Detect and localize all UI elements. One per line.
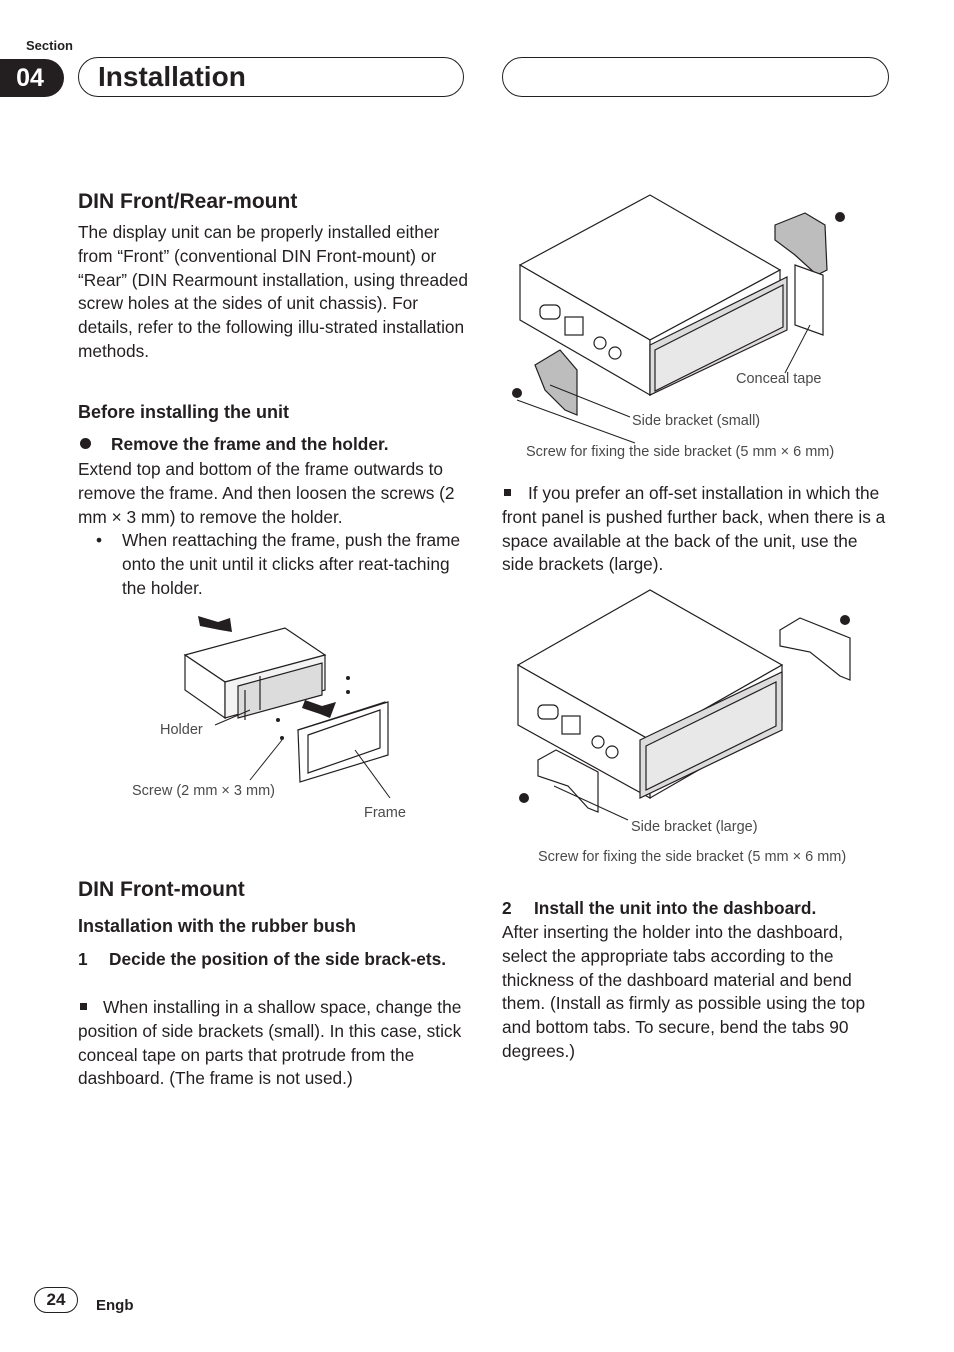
label-screw-fix-2: Screw for fixing the side bracket (5 mm …: [538, 849, 847, 865]
heading-din-front-rear: DIN Front/Rear-mount: [78, 190, 298, 213]
label-side-bracket-large: Side bracket (large): [631, 819, 758, 835]
reattach-bullet-icon: •: [96, 530, 103, 550]
step1-number: 1: [78, 949, 88, 969]
label-conceal-tape: Conceal tape: [736, 371, 822, 387]
heading-din-front-mount: DIN Front-mount: [78, 878, 245, 901]
reattach-note: When reattaching the frame, push the fra…: [122, 530, 461, 598]
title-frame: [78, 57, 464, 97]
step2-title: Install the unit into the dashboard.: [534, 898, 817, 918]
heading-rubber-bush: Installation with the rubber bush: [78, 916, 357, 936]
language-code: Engb: [96, 1297, 134, 1314]
offset-note: If you prefer an off-set installation in…: [502, 483, 886, 575]
side-bracket-small-figure: [512, 194, 845, 444]
heading-before-installing: Before installing the unit: [78, 402, 290, 422]
label-side-bracket-small: Side bracket (small): [632, 413, 761, 429]
label-holder: Holder: [160, 722, 203, 738]
page-title: Installation: [98, 61, 246, 92]
page-number: 24: [34, 1287, 78, 1313]
remove-bullet: Remove the frame and the holder.: [80, 433, 470, 457]
side-bracket-large-figure: [516, 589, 851, 821]
remove-paragraph: Extend top and bottom of the frame outwa…: [78, 459, 455, 527]
section-label: Section: [26, 38, 73, 53]
header-right-frame: [502, 57, 889, 97]
step1-title: Decide the position of the side brack-et…: [109, 949, 447, 969]
bullet-dot-icon: [80, 437, 91, 449]
step2-number: 2: [502, 898, 512, 918]
step1-note: When installing in a shallow space, chan…: [78, 997, 462, 1089]
intro-paragraph: The display unit can be properly install…: [78, 222, 468, 361]
holder-frame-figure: [183, 616, 391, 799]
label-frame: Frame: [364, 805, 406, 821]
offset-note-icon: [504, 482, 518, 506]
section-number-badge: 04: [0, 59, 64, 97]
label-screw-small: Screw (2 mm × 3 mm): [132, 783, 275, 799]
label-screw-fix-1: Screw for fixing the side bracket (5 mm …: [526, 444, 835, 460]
remove-bullet-text: Remove the frame and the holder.: [111, 434, 389, 454]
step2-text: After inserting the holder into the dash…: [502, 922, 866, 1061]
step1-note-icon: [80, 996, 94, 1020]
